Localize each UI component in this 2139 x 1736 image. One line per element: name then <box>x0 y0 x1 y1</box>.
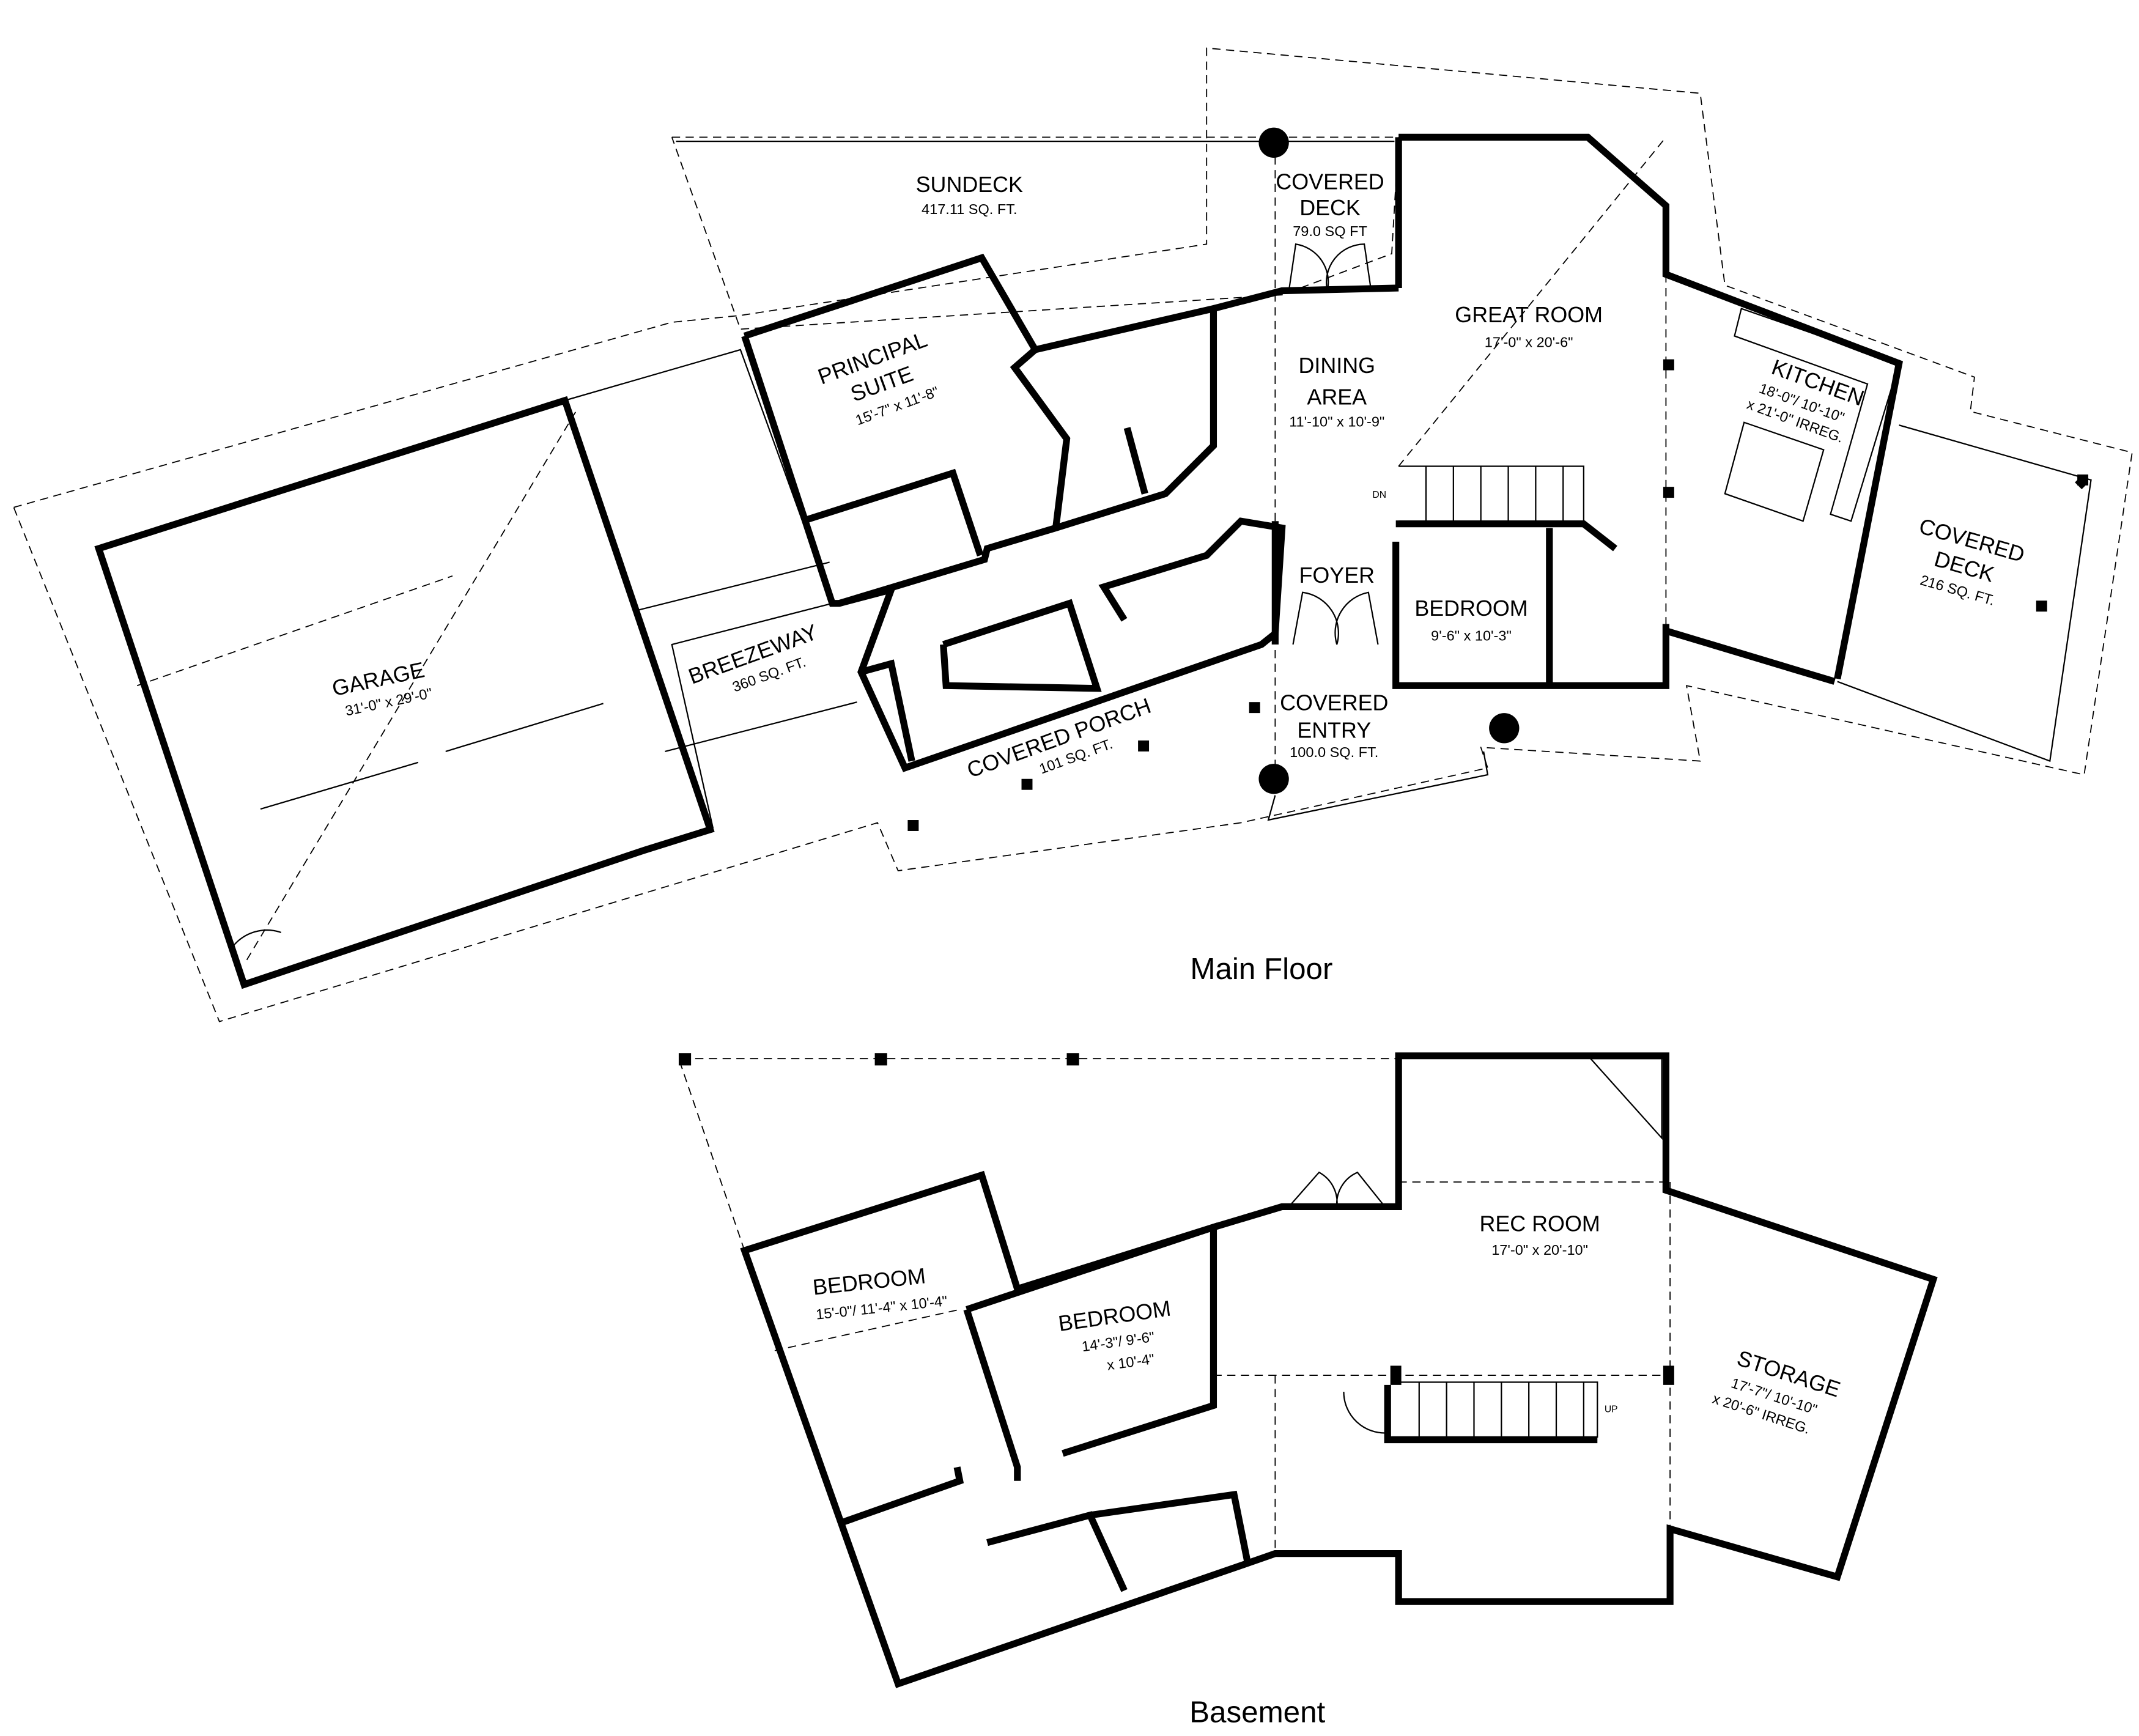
rec-room-size: 17'-0" x 20'-10" <box>1491 1242 1588 1258</box>
dining-size: 11'-10" x 10'-9" <box>1289 413 1384 429</box>
deck-door[interactable] <box>1288 243 1372 291</box>
rec-room-label: REC ROOM <box>1479 1212 1600 1236</box>
basement-bedroom-mid-size-1: 14'-3"/ 9'-6" <box>1081 1329 1155 1354</box>
column <box>1258 764 1289 794</box>
covered-entry-size: 100.0 SQ. FT. <box>1290 744 1378 760</box>
basement-deck-outline <box>678 1058 1399 1251</box>
stair <box>1398 465 1584 522</box>
main-floor-caption: Main Floor <box>1190 952 1332 986</box>
principal-suite-walls <box>741 253 1217 607</box>
foyer-label: FOYER <box>1299 563 1375 588</box>
kitchen-counter <box>1734 308 1900 522</box>
kitchen-island <box>1724 421 1825 522</box>
basement-plan: REC ROOM 17'-0" x 20'-10" BEDROOM 15'-0"… <box>678 1052 1938 1729</box>
corner-fireplace <box>1589 1058 1663 1140</box>
sundeck-label: SUNDECK <box>916 172 1023 197</box>
sundeck-size: 417.11 SQ. FT. <box>922 201 1018 217</box>
stair-door[interactable] <box>1343 1392 1388 1434</box>
covered-entry-label: COVERED <box>1280 691 1388 715</box>
dining-label-2: AREA <box>1307 385 1367 410</box>
garage-door[interactable] <box>232 929 282 947</box>
bedroom-size: 9'-6" x 10'-3" <box>1431 627 1512 643</box>
basement-stair <box>1391 1381 1598 1438</box>
sundeck-outline <box>671 136 1400 330</box>
great-room-label: GREAT ROOM <box>1455 303 1603 327</box>
stair-treads <box>1425 466 1564 522</box>
covered-entry-label-2: ENTRY <box>1297 718 1371 742</box>
main-floor-plan: SUNDECK 417.11 SQ. FT. COVERED DECK 79.0… <box>13 47 2133 1022</box>
column <box>1258 127 1289 158</box>
covered-deck-top-label: COVERED <box>1276 170 1384 194</box>
column <box>1489 713 1520 744</box>
breezeway-walls <box>564 349 833 829</box>
basement-door[interactable] <box>1288 1171 1386 1208</box>
entry-door[interactable] <box>1292 591 1379 645</box>
stair-up-label: UP <box>1605 1405 1618 1415</box>
basement-caption: Basement <box>1189 1695 1325 1729</box>
roof-outline <box>13 47 2133 1022</box>
great-room-size: 17'-0" x 20'-6" <box>1485 334 1573 350</box>
bedroom-label: BEDROOM <box>1414 596 1528 621</box>
covered-deck-top-label-2: DECK <box>1299 196 1361 220</box>
basement-bedroom-left-label: BEDROOM <box>811 1263 926 1299</box>
basement-bedroom-mid-size-2: x 10'-4" <box>1106 1351 1156 1373</box>
stair-down-label: DN <box>1372 490 1386 500</box>
covered-deck-top-size: 79.0 SQ FT <box>1293 223 1367 239</box>
dining-label: DINING <box>1298 353 1375 378</box>
basement-stair-treads <box>1418 1382 1584 1438</box>
basement-bedroom-mid-label: BEDROOM <box>1057 1296 1172 1336</box>
